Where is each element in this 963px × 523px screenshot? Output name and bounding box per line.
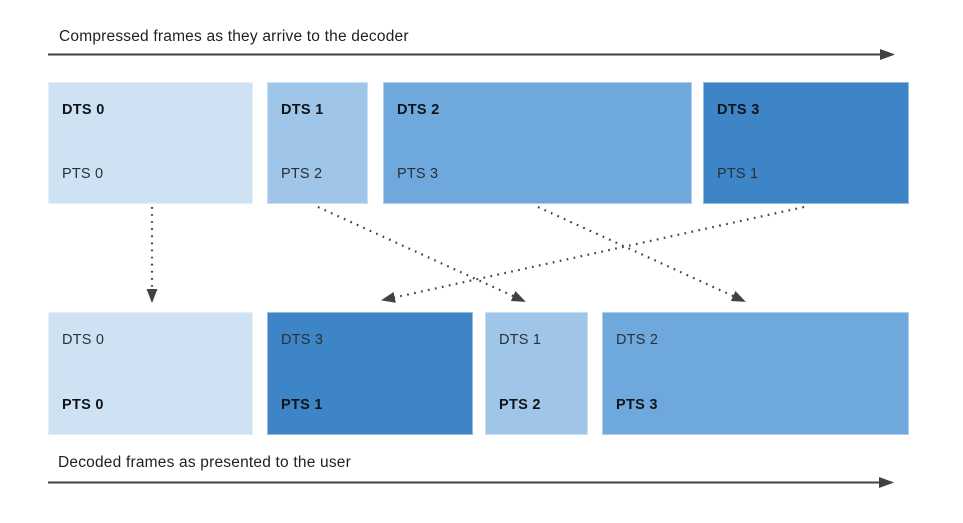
dts-label: DTS 0 (62, 332, 105, 348)
pts-label: PTS 2 (499, 397, 541, 413)
frame-box: DTS 1 PTS 2 (267, 82, 368, 204)
pts-label: PTS 2 (281, 166, 323, 182)
pts-label: PTS 3 (616, 397, 658, 413)
mapping-arrow (317, 205, 526, 303)
dts-label: DTS 1 (281, 102, 324, 118)
bottom-axis-label: Decoded frames as presented to the user (58, 454, 351, 471)
dts-label: DTS 0 (62, 102, 105, 118)
dts-label: DTS 2 (616, 332, 659, 348)
pts-label: PTS 0 (62, 397, 104, 413)
frame-box: DTS 0 PTS 0 (48, 312, 253, 435)
mapping-arrow (537, 205, 746, 303)
top-axis-label: Compressed frames as they arrive to the … (59, 28, 409, 45)
dts-label: DTS 3 (717, 102, 760, 118)
frame-box: DTS 0 PTS 0 (48, 82, 253, 204)
frame-box: DTS 2 PTS 3 (383, 82, 692, 204)
pts-label: PTS 0 (62, 166, 104, 182)
pts-label: PTS 1 (281, 397, 323, 413)
mapping-arrow (381, 205, 805, 303)
pts-label: PTS 3 (397, 166, 439, 182)
frame-box: DTS 3 PTS 1 (267, 312, 473, 435)
frame-box: DTS 1 PTS 2 (485, 312, 588, 435)
frame-box: DTS 3 PTS 1 (703, 82, 909, 204)
dts-label: DTS 1 (499, 332, 542, 348)
dts-label: DTS 3 (281, 332, 324, 348)
dts-label: DTS 2 (397, 102, 440, 118)
frame-mapping-arrows (146, 205, 805, 303)
frame-box: DTS 2 PTS 3 (602, 312, 909, 435)
pts-label: PTS 1 (717, 166, 759, 182)
